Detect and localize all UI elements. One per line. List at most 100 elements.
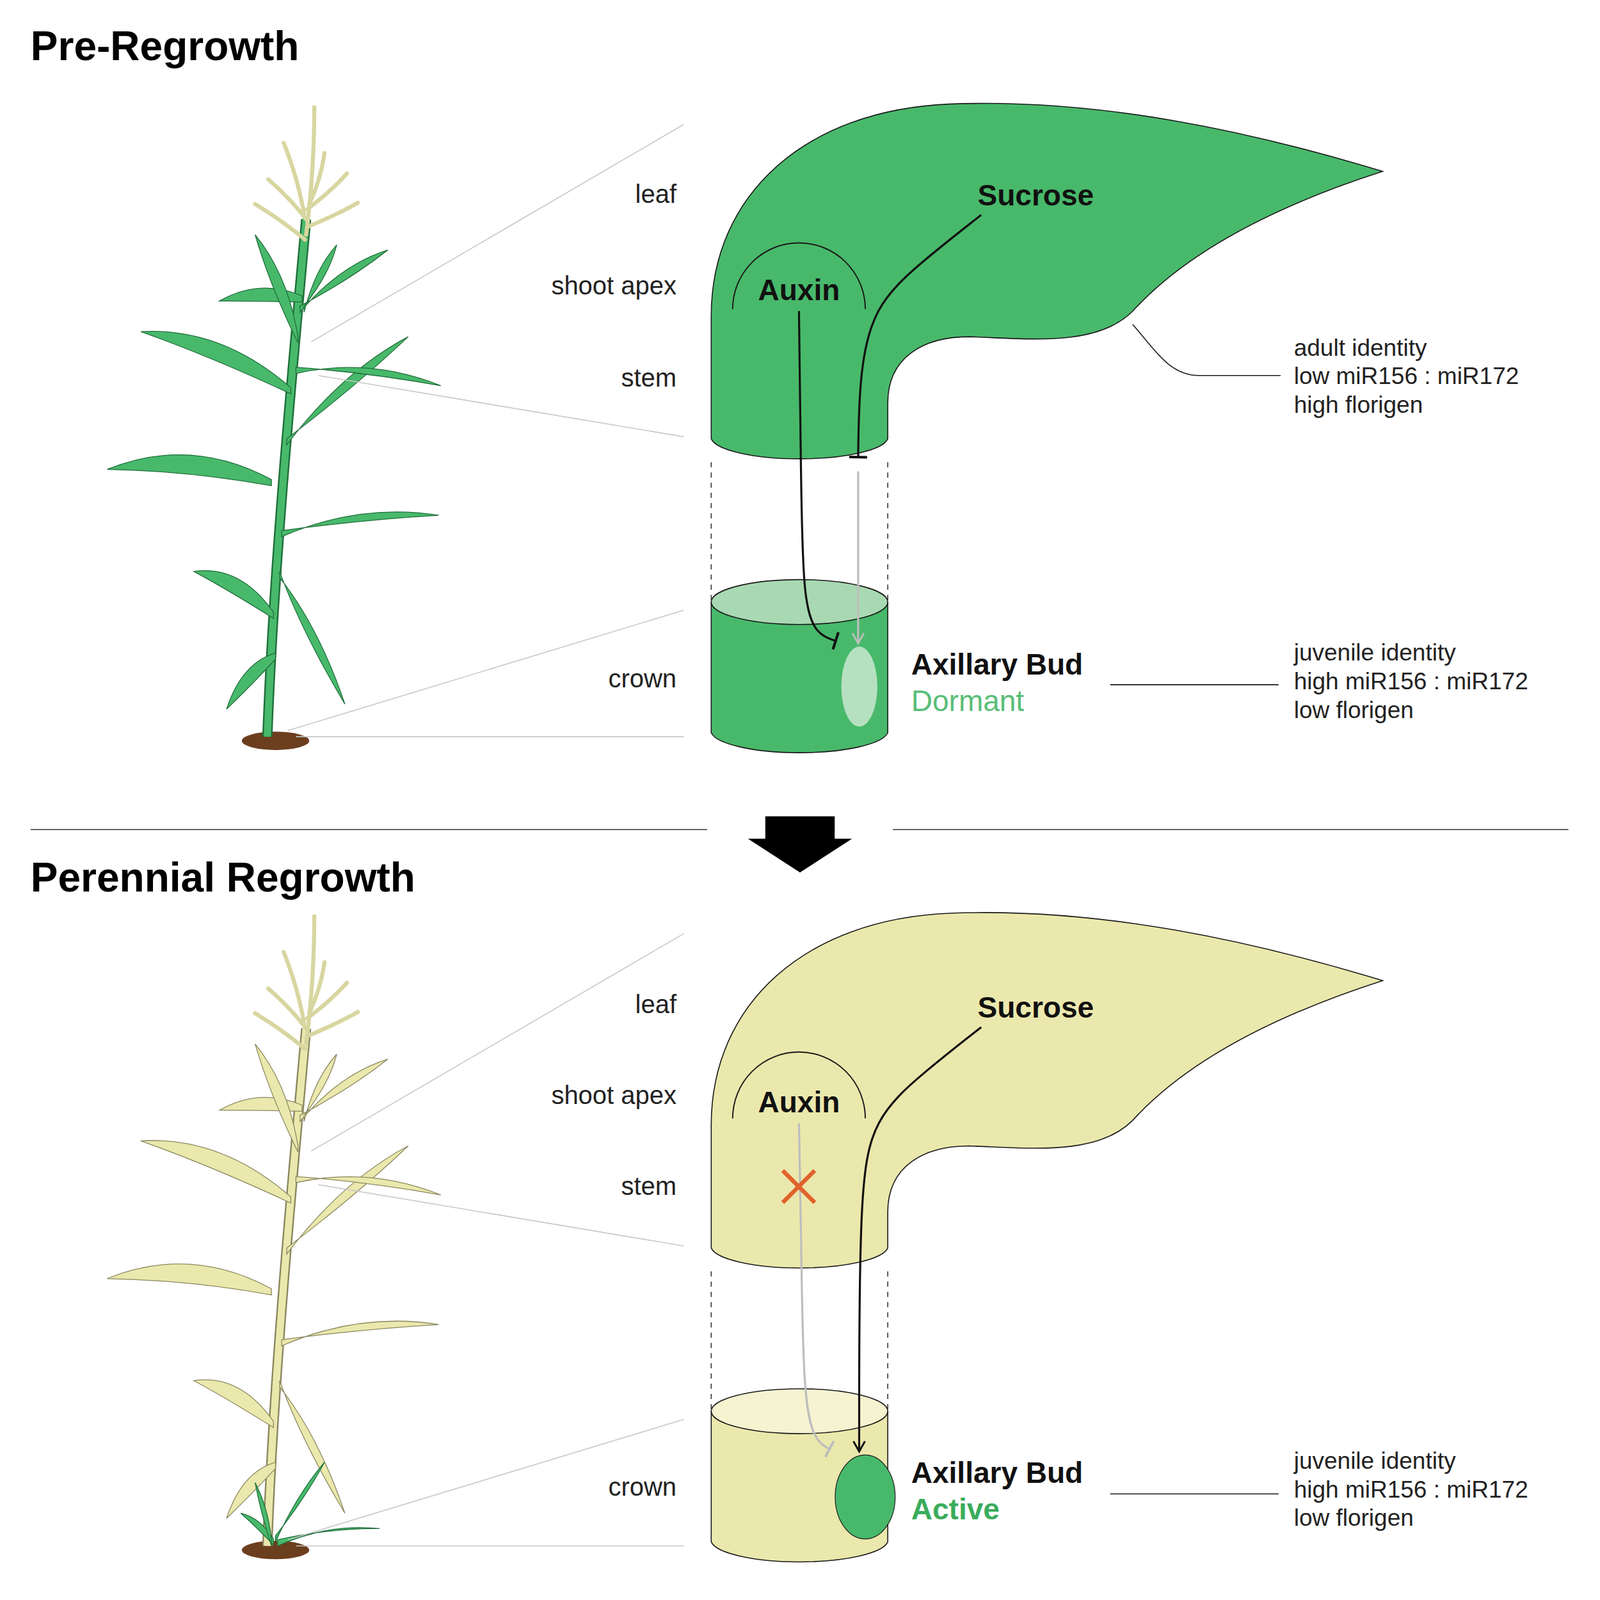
identity-note: adult identity xyxy=(1294,334,1428,361)
plant-leaf xyxy=(106,1264,272,1295)
part-label: crown xyxy=(608,664,677,693)
identity-note: juvenile identity xyxy=(1294,640,1456,667)
plant-leaf xyxy=(300,1059,388,1122)
regrowth-shoot xyxy=(275,1462,325,1542)
plant-leaf xyxy=(106,455,272,486)
transition-arrow xyxy=(748,816,853,873)
crown-top xyxy=(711,1388,888,1434)
tassel-branch xyxy=(255,204,306,240)
plant-leaf xyxy=(295,367,441,386)
plant-leaf xyxy=(304,245,337,313)
axillary-bud: Axillary BudDormant xyxy=(840,645,878,728)
plant-leaf xyxy=(279,571,345,704)
signal-node: Auxin xyxy=(754,1083,845,1122)
plant-leaf xyxy=(286,336,409,445)
plant-leaf xyxy=(255,1043,299,1152)
identity-note: low florigen xyxy=(1294,1505,1414,1532)
state-label: Active xyxy=(911,1493,1000,1526)
part-label: stem xyxy=(620,363,677,392)
identity-note: high miR156 : miR172 xyxy=(1294,1476,1529,1503)
part-label: shoot apex xyxy=(551,271,677,300)
tassel-branch xyxy=(283,952,304,1024)
signal-connector xyxy=(798,311,836,641)
maize-plant-senescent xyxy=(106,916,441,1560)
plant-leaf xyxy=(300,250,388,313)
tassel-branch xyxy=(308,202,360,227)
state-label: Dormant xyxy=(911,684,1024,718)
connector-line xyxy=(798,311,836,641)
signal-name: Auxin xyxy=(758,1086,841,1119)
panel-heading: Pre-Regrowth xyxy=(30,23,300,69)
panel-heading: Perennial Regrowth xyxy=(30,855,416,900)
dashed-guide xyxy=(887,1271,889,1410)
connector-line xyxy=(856,471,859,644)
tassel-branch xyxy=(305,916,315,1044)
plant-leaf xyxy=(295,1176,441,1195)
part-label: crown xyxy=(608,1472,677,1501)
callout-leader xyxy=(1110,1493,1279,1495)
signal-connector xyxy=(858,1027,982,1452)
plant-leaf xyxy=(304,1054,337,1122)
signal-connector xyxy=(858,215,982,644)
signal-name: Auxin xyxy=(758,273,841,307)
connector-line xyxy=(858,215,982,457)
bud-shape xyxy=(840,645,878,728)
plant-leaf xyxy=(193,1379,274,1428)
callout-leader xyxy=(1110,684,1279,686)
identity-note: low florigen xyxy=(1294,696,1414,724)
maize-plant xyxy=(106,106,441,750)
plant-leaf xyxy=(140,331,291,395)
axillary-bud: Axillary BudActive xyxy=(834,1454,896,1540)
plant-leaf xyxy=(226,652,276,710)
plant-leaf xyxy=(226,1462,276,1519)
identity-note: juvenile identity xyxy=(1294,1448,1456,1475)
blocked-mark xyxy=(782,1170,815,1203)
separator xyxy=(892,828,1568,831)
connector-line xyxy=(858,1027,982,1452)
soil xyxy=(241,1541,310,1560)
bud-shape xyxy=(834,1454,896,1540)
tassel-branch xyxy=(308,1011,360,1036)
crown-top xyxy=(711,579,888,625)
plant-leaf xyxy=(193,570,274,619)
leader-lines xyxy=(288,933,685,1547)
part-label: leaf xyxy=(635,179,678,208)
leader-lines xyxy=(288,124,685,738)
node-heading: Axillary Bud xyxy=(911,648,1083,681)
plant-leaf xyxy=(281,1320,440,1346)
bud-ellipse xyxy=(835,1454,896,1539)
bud-ellipse xyxy=(840,647,877,728)
plant-leaf xyxy=(279,1380,345,1513)
identity-note: high florigen xyxy=(1294,392,1424,419)
dashed-guide xyxy=(887,462,889,600)
leaf-stem-shape xyxy=(711,103,1383,459)
plant-leaf xyxy=(286,1145,409,1254)
regrowth-shoot xyxy=(277,1527,380,1547)
separator xyxy=(30,828,708,831)
plant-leaf xyxy=(140,1140,291,1204)
tassel-branch xyxy=(255,1013,306,1049)
plant-leaf xyxy=(255,234,299,344)
signal-name: Sucrose xyxy=(977,990,1095,1024)
identity-note: low miR156 : miR172 xyxy=(1294,363,1520,390)
dashed-guide xyxy=(710,462,712,600)
node-heading: Axillary Bud xyxy=(911,1456,1083,1489)
signal-node: Auxin xyxy=(754,271,845,310)
tassel-branch xyxy=(309,152,325,205)
identity-note: high miR156 : miR172 xyxy=(1294,668,1529,696)
part-label: shoot apex xyxy=(551,1080,677,1110)
leaf-stem-shape xyxy=(711,912,1383,1268)
soil xyxy=(241,731,310,751)
dashed-guide xyxy=(710,1271,712,1410)
signal-name: Sucrose xyxy=(977,178,1095,212)
tassel-branch xyxy=(309,962,325,1014)
signal-node: Sucrose xyxy=(974,176,1099,214)
part-label: stem xyxy=(620,1171,677,1200)
tassel-branch xyxy=(305,106,315,235)
plant-leaf xyxy=(281,512,440,537)
shoot-apex-arc xyxy=(732,1052,866,1119)
shoot-apex-arc xyxy=(732,242,866,310)
signal-node: Sucrose xyxy=(974,988,1099,1026)
